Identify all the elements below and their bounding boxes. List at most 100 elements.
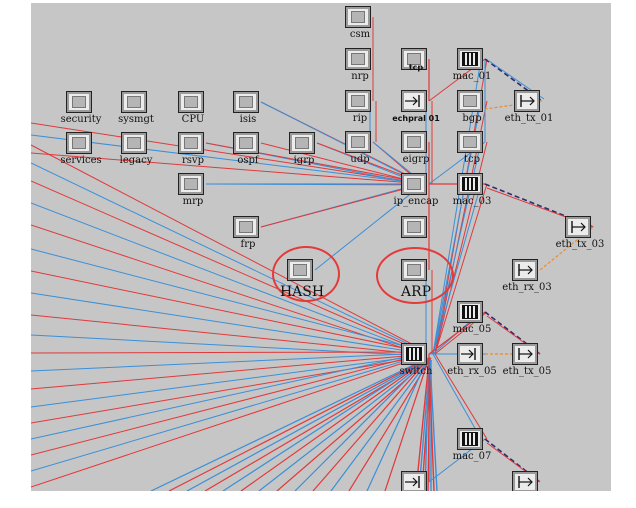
- node-eth-tx-05[interactable]: eth_tx_05: [497, 343, 557, 391]
- node-eth-tx-01[interactable]: eth_tx_01: [499, 90, 559, 138]
- node-tx-07[interactable]: [497, 471, 557, 491]
- node-rsvp[interactable]: rsvp: [163, 132, 223, 180]
- node-udp[interactable]: udp: [330, 131, 390, 179]
- node-label: igrp: [293, 155, 315, 166]
- node-mac-07[interactable]: mac_07: [442, 428, 502, 476]
- queue-icon: [457, 48, 483, 70]
- link-line: [434, 183, 488, 355]
- link-line: [31, 134, 426, 185]
- process-icon: [289, 132, 315, 154]
- node-label: eth_tx_05: [502, 366, 552, 377]
- node-nrp[interactable]: nrp: [330, 48, 390, 96]
- node-rx-07[interactable]: [386, 471, 446, 491]
- node-eigrp[interactable]: eigrp: [386, 131, 446, 179]
- link-line: [31, 292, 428, 355]
- node-bgp[interactable]: bgp: [442, 90, 502, 138]
- node-eth-tx-03[interactable]: eth_tx_03: [550, 216, 610, 264]
- node-label: echpral 01: [392, 114, 440, 123]
- link-line: [314, 183, 424, 271]
- node-label: sysmgt: [118, 114, 154, 125]
- node-label: switch: [399, 366, 433, 377]
- node-isis[interactable]: isis: [218, 91, 278, 139]
- node-label: ospf: [237, 155, 259, 166]
- node-label: frp: [240, 239, 256, 250]
- node-hash[interactable]: HASH: [272, 259, 332, 307]
- node-arp[interactable]: ARP: [386, 259, 446, 307]
- node-label: tcp: [408, 63, 424, 72]
- node-mac-03[interactable]: mac_03: [442, 173, 502, 221]
- link-line: [31, 355, 428, 424]
- transmitter-icon: [565, 216, 591, 238]
- node-mac-05[interactable]: mac_05: [442, 301, 502, 349]
- link-line: [31, 354, 428, 408]
- link-line: [31, 122, 426, 185]
- link-line: [31, 162, 428, 354]
- node-switch[interactable]: switch: [386, 343, 446, 391]
- node-ospf[interactable]: ospf: [218, 132, 278, 180]
- node-mac-01[interactable]: mac_01: [442, 48, 502, 96]
- node-label: rip: [352, 113, 368, 124]
- link-line: [312, 357, 430, 491]
- link-line: [31, 351, 428, 354]
- node-csm[interactable]: csm: [330, 6, 390, 54]
- node-sysmgt[interactable]: sysmgt: [106, 91, 166, 139]
- node-label: mrp: [182, 196, 204, 207]
- node-tcp-top[interactable]: tcp: [386, 48, 446, 96]
- network-canvas[interactable]: csm nrp rip udp security sysmgt CPU isis…: [31, 3, 611, 491]
- process-icon: [345, 131, 371, 153]
- node-frp[interactable]: frp: [218, 216, 278, 264]
- hash-highlight: [272, 246, 340, 302]
- node-legacy[interactable]: legacy: [106, 132, 166, 180]
- node-label: HASH: [279, 284, 325, 300]
- process-icon: [401, 131, 427, 153]
- node-label: ip_encap: [393, 196, 439, 207]
- node-label: tcp: [463, 154, 481, 165]
- transmitter-icon: [512, 343, 538, 365]
- link-line: [384, 357, 430, 491]
- process-icon: [66, 91, 92, 113]
- receiver-icon: [401, 90, 427, 112]
- process-icon: [457, 90, 483, 112]
- node-label: isis: [239, 114, 257, 125]
- link-line: [330, 357, 431, 491]
- arp-highlight: [376, 247, 454, 304]
- process-icon: [345, 48, 371, 70]
- node-services[interactable]: services: [51, 132, 111, 180]
- link-line: [415, 359, 430, 491]
- process-icon: [233, 216, 259, 238]
- process-icon: [121, 132, 147, 154]
- node-label: mac_07: [452, 451, 492, 462]
- node-ip[interactable]: [386, 216, 446, 264]
- node-eth-rx-03[interactable]: eth_rx_03: [497, 259, 557, 307]
- link-line: [240, 357, 430, 491]
- link-line: [434, 353, 488, 440]
- link-line: [432, 183, 482, 355]
- node-ethcp[interactable]: echpral 01: [386, 90, 446, 138]
- node-rip[interactable]: rip: [330, 90, 390, 138]
- link-line: [31, 180, 428, 355]
- link-line: [484, 100, 543, 110]
- node-eth-rx-05[interactable]: eth_rx_05: [442, 343, 502, 391]
- queue-icon: [457, 173, 483, 195]
- process-icon: [345, 90, 371, 112]
- process-icon: [401, 48, 427, 70]
- node-tcp[interactable]: tcp: [442, 131, 502, 179]
- node-mrp[interactable]: mrp: [163, 173, 223, 221]
- node-label: eigrp: [402, 154, 430, 165]
- link-layer: [31, 17, 594, 491]
- node-ip-encap[interactable]: ip_encap: [386, 173, 446, 221]
- node-igrp[interactable]: igrp: [274, 132, 334, 180]
- link-line: [31, 351, 428, 440]
- node-security[interactable]: security: [51, 91, 111, 139]
- process-icon: [233, 132, 259, 154]
- node-cpu[interactable]: CPU: [163, 91, 223, 139]
- node-label: legacy: [119, 155, 153, 166]
- node-label: eth_rx_03: [502, 282, 552, 293]
- link-line: [424, 359, 430, 491]
- link-line: [428, 359, 435, 491]
- node-label: mac_03: [452, 196, 492, 207]
- node-label: rsvp: [182, 155, 204, 166]
- process-icon: [457, 131, 483, 153]
- link-line: [205, 183, 424, 186]
- node-label: services: [60, 155, 102, 166]
